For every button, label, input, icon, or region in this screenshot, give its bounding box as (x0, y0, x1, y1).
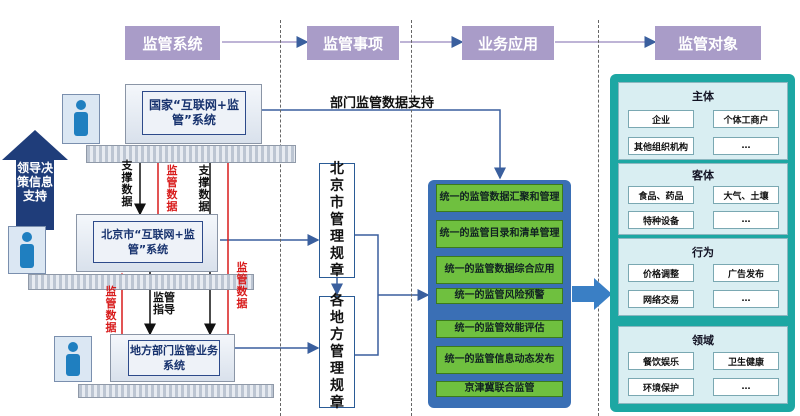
local-keyboard (78, 384, 274, 398)
object-item[interactable]: … (713, 211, 779, 229)
object-item[interactable]: … (713, 378, 779, 396)
object-item[interactable]: 价格调整 (628, 264, 694, 282)
leader-support-label: 领导决策信息支持 (17, 161, 54, 203)
divider-3 (598, 20, 599, 416)
beijing-system-label: 北京市“互联网+监管”系统 (93, 221, 203, 263)
category-subject-title: 主体 (692, 90, 714, 103)
support-data-label-1: 支撑数据 (121, 159, 133, 208)
local-rules-box: 各地方管理规章 (319, 293, 355, 411)
app-data-application[interactable]: 统一的监管数据综合应用 (436, 256, 563, 284)
app-efficiency-evaluation[interactable]: 统一的监管效能评估 (436, 320, 563, 338)
leader-support-arrow (2, 130, 68, 230)
object-item[interactable]: 卫生健康 (713, 352, 779, 370)
category-domain-title: 领域 (692, 334, 714, 347)
object-item[interactable]: 大气、土壤 (713, 186, 779, 204)
arrow-national-to-apps (262, 109, 506, 180)
divider-2 (411, 20, 412, 416)
object-item[interactable]: 其他组织机构 (628, 137, 694, 155)
object-item[interactable]: 环境保护 (628, 378, 694, 396)
object-item[interactable]: 网络交易 (628, 290, 694, 308)
app-info-publishing[interactable]: 统一的监管信息动态发布 (436, 346, 563, 374)
object-item[interactable]: … (713, 137, 779, 155)
object-item[interactable]: … (713, 290, 779, 308)
beijing-keyboard (28, 274, 254, 290)
header-matters: 监管事项 (307, 26, 399, 60)
object-item[interactable]: 企业 (628, 110, 694, 128)
header-system: 监管系统 (125, 26, 220, 60)
national-keyboard (86, 145, 296, 163)
app-risk-warning[interactable]: 统一的监管风险预警 (436, 288, 563, 304)
header-applications: 业务应用 (462, 26, 554, 60)
header-objects: 监管对象 (655, 26, 761, 60)
divider-1 (280, 20, 281, 416)
app-joint-supervision[interactable]: 京津冀联合监管 (436, 381, 563, 397)
category-object-title: 客体 (692, 169, 714, 182)
bracket-rules (355, 234, 379, 356)
user-icon-national (62, 94, 100, 144)
apps-to-objects-arrow (572, 278, 612, 310)
user-icon-beijing (8, 226, 46, 274)
app-catalog-management[interactable]: 统一的监管目录和清单管理 (436, 220, 563, 248)
beijing-rules-box: 北京市管理规章 (319, 161, 355, 279)
app-data-aggregation[interactable]: 统一的监管数据汇聚和管理 (436, 184, 563, 212)
object-item[interactable]: 食品、药品 (628, 186, 694, 204)
object-item[interactable]: 餐饮娱乐 (628, 352, 694, 370)
user-icon-local (54, 336, 92, 382)
supervision-data-label-2: 监管数据 (236, 261, 248, 310)
object-item[interactable]: 个体工商户 (713, 110, 779, 128)
dept-support-label: 部门监管数据支持 (330, 96, 435, 111)
object-item[interactable]: 广告发布 (713, 264, 779, 282)
supervision-data-label-1: 监管数据 (166, 164, 178, 213)
support-data-label-2: 支撑数据 (198, 164, 210, 213)
supervision-guidance-label: 监管指导 (153, 291, 175, 316)
object-item[interactable]: 特种设备 (628, 211, 694, 229)
national-system-label: 国家“互联网+监管”系统 (142, 91, 246, 135)
category-behavior-title: 行为 (692, 246, 714, 259)
local-system-label: 地方部门监管业务系统 (128, 340, 220, 376)
supervision-data-label-3: 监管数据 (105, 285, 117, 334)
